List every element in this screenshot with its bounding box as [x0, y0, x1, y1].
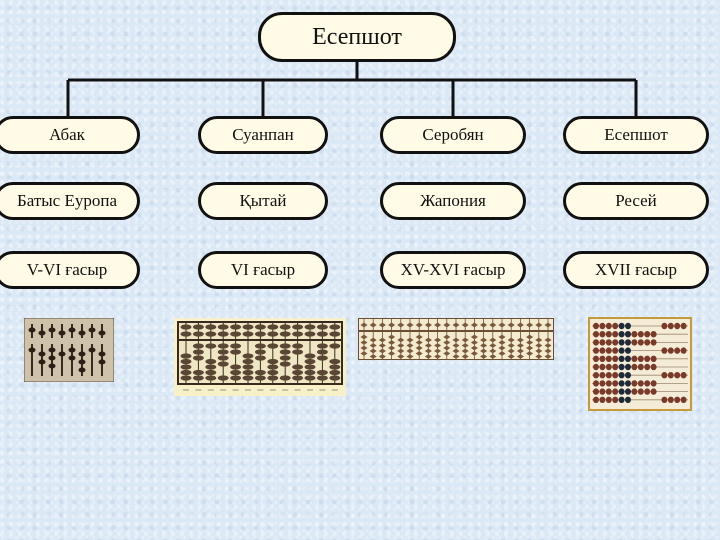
- device-node-suanpan: Суанпан: [198, 116, 328, 154]
- device-node-abak: Абак: [0, 116, 140, 154]
- suanpan-illustration: [174, 318, 346, 396]
- era-node-xv-xvi: XV-XVI ғасыр: [380, 251, 526, 289]
- era-node-v-vi: V-VI ғасыр: [0, 251, 140, 289]
- region-node-japan: Жапония: [380, 182, 526, 220]
- region-node-china: Қытай: [198, 182, 328, 220]
- region-node-russia: Ресей: [563, 182, 709, 220]
- device-node-soroban: Серобян: [380, 116, 526, 154]
- era-node-vi: VI ғасыр: [198, 251, 328, 289]
- abacus-illustration: [24, 318, 114, 382]
- device-node-schoty: Есепшот: [563, 116, 709, 154]
- schoty-illustration: [588, 317, 692, 411]
- soroban-illustration: [358, 318, 554, 360]
- root-node: Есепшот: [258, 12, 456, 62]
- era-node-xvii: XVII ғасыр: [563, 251, 709, 289]
- region-node-western-europe: Батыс Еуропа: [0, 182, 140, 220]
